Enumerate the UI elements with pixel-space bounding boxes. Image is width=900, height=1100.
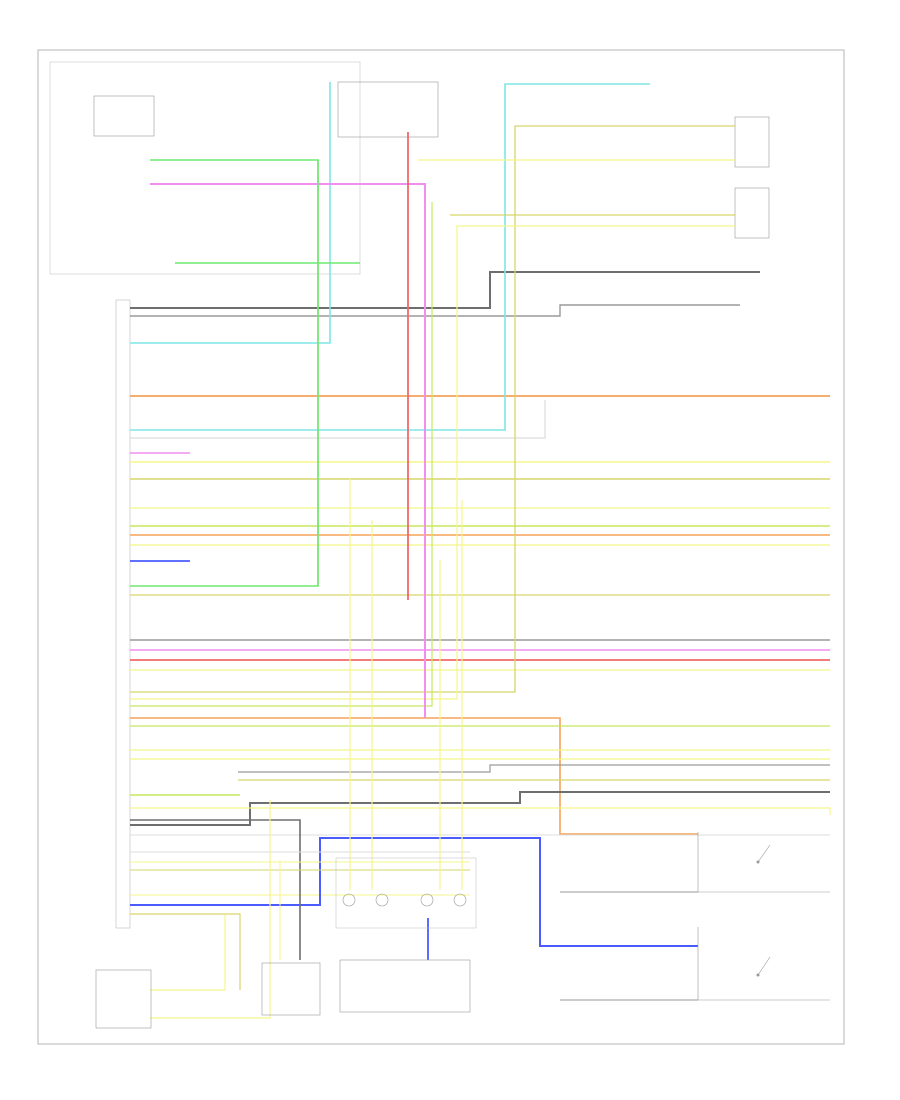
wire-row-blu-2 <box>130 837 698 947</box>
wire-row-gry-5 <box>238 764 830 773</box>
wire-v-yel-bl <box>150 915 226 991</box>
resistor-array <box>335 857 477 929</box>
buckle-switch-upper <box>697 832 830 893</box>
wire-row-gry-1 <box>130 271 760 309</box>
wire-row-yelblk-3 <box>130 125 735 693</box>
wire-row-dkgry-1 <box>130 819 301 960</box>
diagram-border <box>37 49 845 1045</box>
coil-1 <box>342 893 356 907</box>
module-left <box>49 61 361 275</box>
module-right-upper <box>734 116 770 168</box>
wire-group <box>130 82 831 1019</box>
wire-v-pnk <box>150 183 426 718</box>
wire-row-gry-2 <box>130 304 740 317</box>
switch-box-top-left <box>93 95 155 137</box>
coil-2 <box>375 893 389 907</box>
wire-row-yelgrn-2 <box>130 202 433 707</box>
resistor-coils <box>342 893 467 907</box>
sensor-box-bottom-center-left <box>261 962 321 1016</box>
wire-row-yelblk-5 <box>130 913 241 990</box>
wire-row-dkgry-2 <box>130 791 830 826</box>
sensor-bottom-center <box>339 959 471 1013</box>
buckle-switch-lower <box>697 927 830 1001</box>
coil-3 <box>420 893 434 907</box>
wire-v-yel-bl2 <box>150 800 271 1019</box>
wire-row-yel-5 <box>130 225 735 700</box>
main-connector-strip <box>115 299 131 929</box>
coil-4 <box>453 893 467 907</box>
wire-row-grn-1 <box>130 159 319 587</box>
sensor-bottom-left <box>95 969 152 1029</box>
connector-top <box>337 81 439 138</box>
wire-row-ltblu-2 <box>130 83 650 431</box>
wire-row-orn-3 <box>130 717 698 835</box>
wire-row-yel-8 <box>130 807 831 815</box>
wire-row-ltblu-1 <box>130 82 331 344</box>
wire-row-gry-3 <box>130 400 546 439</box>
module-right-lower <box>734 187 770 239</box>
